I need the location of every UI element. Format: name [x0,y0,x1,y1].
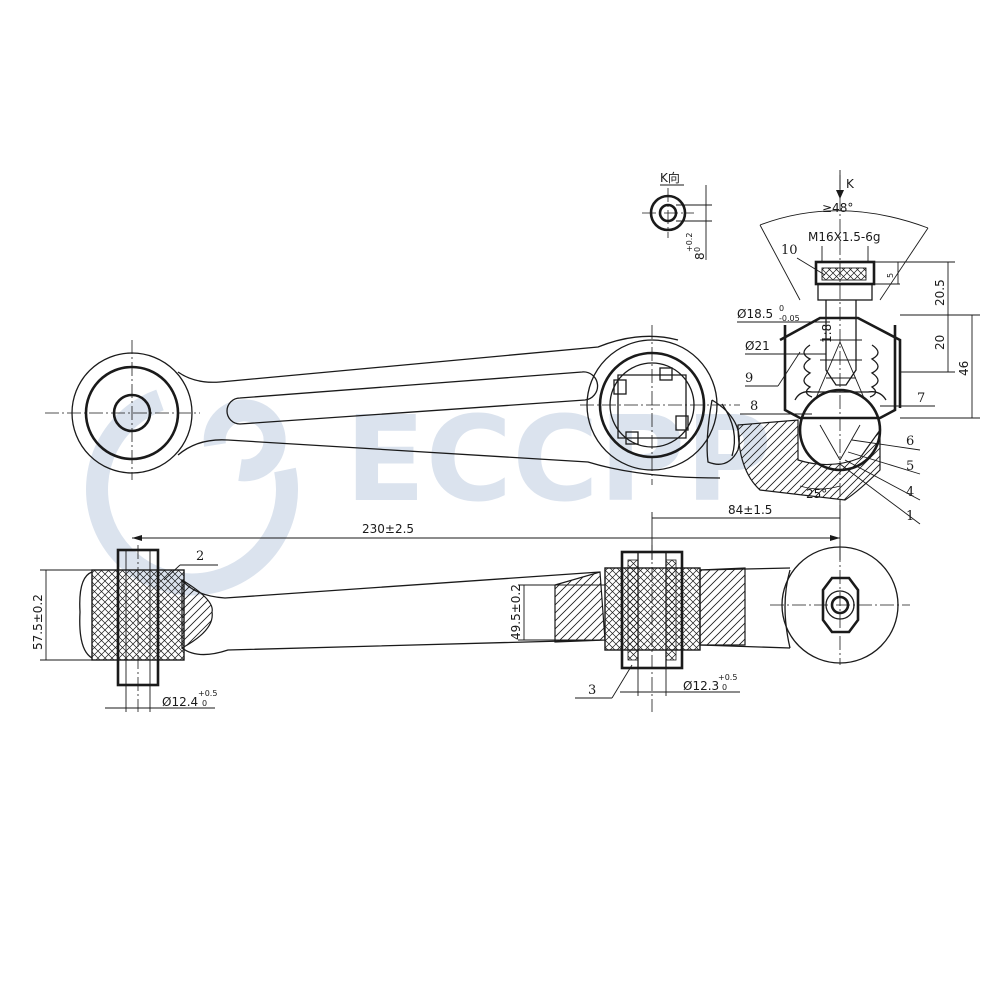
dust-boot-cap [779,316,902,408]
bushing-tab [675,415,689,431]
callout-leader [844,459,921,501]
height-46-label: 46 [957,361,971,376]
housing-edge [784,569,791,649]
callout-leader [839,463,921,525]
taper-label: 1:8 [820,324,834,343]
angle-arc [759,210,929,229]
width-57-5-label: 57.5±0.2 [31,594,45,650]
middle-rubber-bushing [604,567,701,651]
thread-label: M16X1.5-6g [808,230,881,244]
arm-slot [226,371,599,425]
dia-12-4-tol-upper: +0.5 [198,689,217,698]
left-arm-section [181,578,213,650]
k-arrow-head [836,190,844,199]
length-84-label: 84±1.5 [728,503,772,517]
dia-12-3-label: Ø12.3 [683,679,719,693]
callout-3: 3 [588,683,596,698]
arm-upper-edge [177,335,679,383]
callout-9: 9 [745,371,753,386]
arm-lobe-inner [721,403,736,457]
callout-8: 8 [750,399,758,414]
callout-4: 4 [906,485,914,500]
dia-21-label: Ø21 [745,339,770,353]
dim-arrow [132,535,142,541]
watermark: ECCPP [86,389,772,596]
callout-leader [851,439,921,451]
dia-18-5-label: Ø18.5 [737,307,773,321]
k-arrow-label: K [846,177,855,191]
boot-bellows-left [803,344,813,398]
callout-2: 2 [196,549,204,564]
height-5-label: 5 [886,273,895,278]
k-view-dim-label: 8 [693,252,707,260]
angle-leg [879,227,929,301]
taper-line [819,424,841,461]
hex-nut [821,576,860,634]
callout-leader [796,257,826,276]
middle-sleeve-rubber [627,559,639,661]
angle-leg [759,224,801,301]
middle-sleeve-rubber [665,559,677,661]
taper-line [839,424,861,461]
dia-12-4-tol-lower: 0 [202,699,207,708]
callout-10: 10 [781,243,798,258]
k-view-label: K向 [660,170,680,185]
dia-12-3-tol-lower: 0 [722,683,727,692]
top-view-callouts: 10 9 8 7 6 5 4 1 [740,243,935,525]
angle-25-arc [799,485,841,490]
ball-stud-shank [825,300,857,386]
width-49-5-label: 49.5±0.2 [509,584,523,640]
bushing-tab [659,367,673,381]
arm-side-lower [181,639,601,656]
boot-bellows-right [869,344,879,398]
dia-12-4-label: Ø12.4 [162,695,198,709]
angle-25-label: 25° [806,487,827,501]
bushing-tab [613,379,627,395]
callout-leader [777,351,801,387]
middle-arm-section [554,571,606,643]
k-view-tol-upper: +0.2 [685,233,694,252]
callout-leader [847,451,921,475]
top-view [45,175,902,520]
length-230-label: 230±2.5 [362,522,414,536]
dia-12-3-tol-upper: +0.5 [718,673,737,682]
nut-thread-section [821,267,867,281]
dim-arrow [830,535,840,541]
dia-18-5-tol-lower: -0.05 [779,314,800,323]
dia-18-5-tol-upper: 0 [779,304,784,313]
callout-leader [611,664,633,699]
nut-washer [817,283,873,301]
height-20-label: 20 [933,335,947,350]
callout-6: 6 [906,434,914,449]
arm-lower-edge [177,439,721,479]
height-20-5-label: 20.5 [933,279,947,306]
callout-7: 7 [917,391,925,406]
k-view-tol-lower: 0 [693,247,702,252]
top-view-dimensions: ≥48° K M16X1.5-6g 5 20.5 20 46 Ø18.5 0 -… [737,170,980,501]
watermark-logo [86,389,298,596]
taper-line [815,341,841,399]
watermark-text: ECCPP [345,390,772,528]
arm-lobe [706,399,740,465]
taper-line [839,341,865,399]
angle-top-label: ≥48° [822,201,853,215]
middle-arm-section-right [699,567,746,646]
k-view: K向 8 +0.2 0 [642,170,712,260]
side-view: 230±2.5 84±1.5 [31,500,910,712]
right-bushing-square [617,374,687,439]
left-bushing-outer [79,571,93,659]
callout-5: 5 [906,459,914,474]
bushing-tab [625,431,639,445]
callout-leader [163,564,181,581]
